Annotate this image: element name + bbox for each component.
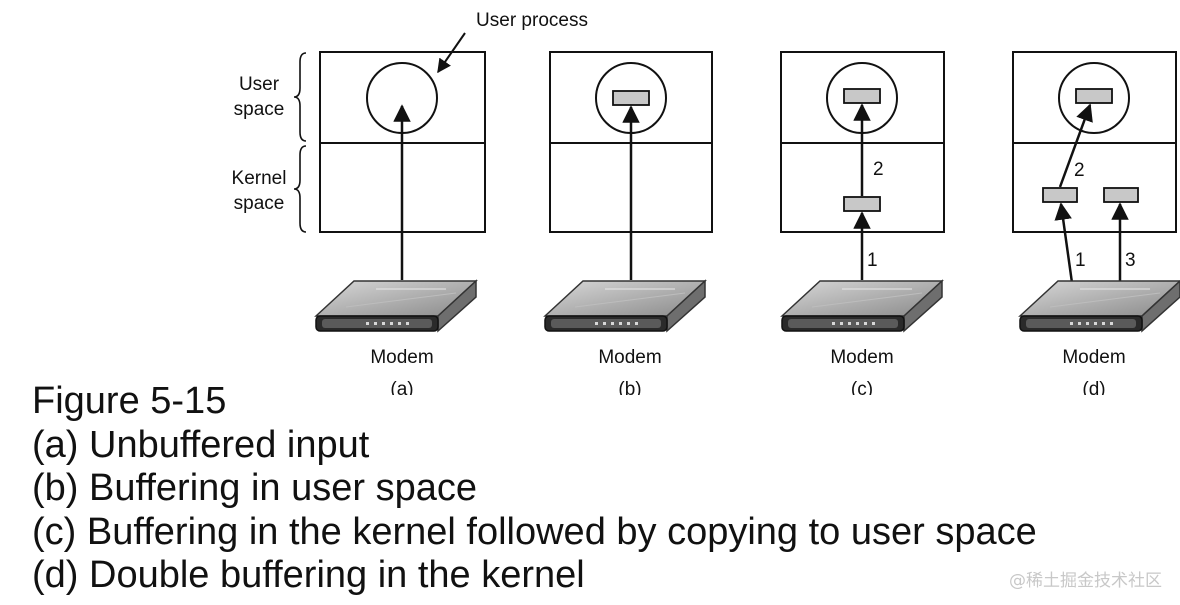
user-process-label: User process [476,10,588,31]
caption-line-d: (d) Double buffering in the kernel [32,554,585,596]
panel-a-sublabel: (a) [390,379,413,395]
panel-d-user-buffer [1075,88,1113,104]
kernel-space-brace [293,145,307,233]
watermark: @稀土掘金技术社区 [1009,571,1162,591]
panel-b-modem-label: Modem [598,347,661,368]
panel-d-user-process [1058,62,1130,134]
panel-d-sublabel: (d) [1082,379,1105,395]
caption-line-b: (b) Buffering in user space [32,467,477,509]
panel-c-modem-label: Modem [830,347,893,368]
kernel-space-label-line2: space [234,193,285,214]
panel-d-step-1: 1 [1075,250,1086,271]
panel-b-sublabel: (b) [618,379,641,395]
kernel-space-label-line1: Kernel [232,168,287,189]
panel-a-modem-label: Modem [370,347,433,368]
panel-d-step-2: 2 [1074,160,1085,181]
panel-c-sublabel: (c) [851,379,873,395]
user-space-label-line1: User [239,74,280,95]
panel-d-kernel-buffer-1 [1042,187,1078,203]
figure-title: Figure 5-15 [32,380,227,422]
panel-d-step-3: 3 [1125,250,1136,271]
panel-b: Modem (b) [544,51,713,395]
panel-b-user-buffer [612,90,650,106]
panel-d-modem-icon [1019,280,1180,332]
panel-c-modem-icon [781,280,943,332]
user-space-brace [293,52,307,142]
panel-d-arrow-1 [1054,202,1075,291]
panel-d-arrow-2 [1058,103,1093,188]
panel-a-modem-icon [315,280,477,332]
panel-a: Modem (a) [315,51,486,395]
panel-d: 2 1 3 Modem (d) [1012,51,1180,395]
panel-d-modem-label: Modem [1062,347,1125,368]
panel-d-kernel-buffer-2 [1103,187,1139,203]
io-buffering-diagram: User process User space Kernel space Mod… [232,10,1180,395]
panel-c-user-buffer [843,88,881,104]
caption-line-c: (c) Buffering in the kernel followed by … [32,510,1037,553]
figure-caption: Figure 5-15 (a) Unbuffered input (b) Buf… [32,380,1037,598]
caption-line-a: (a) Unbuffered input [32,423,370,466]
panel-b-modem-icon [544,280,706,332]
user-space-label-line2: space [234,99,285,120]
panel-c-step-1: 1 [867,250,878,271]
panel-c-kernel-buffer [843,196,881,212]
panel-c-step-2: 2 [873,159,884,180]
panel-c: 2 1 Modem (c) [780,51,945,395]
